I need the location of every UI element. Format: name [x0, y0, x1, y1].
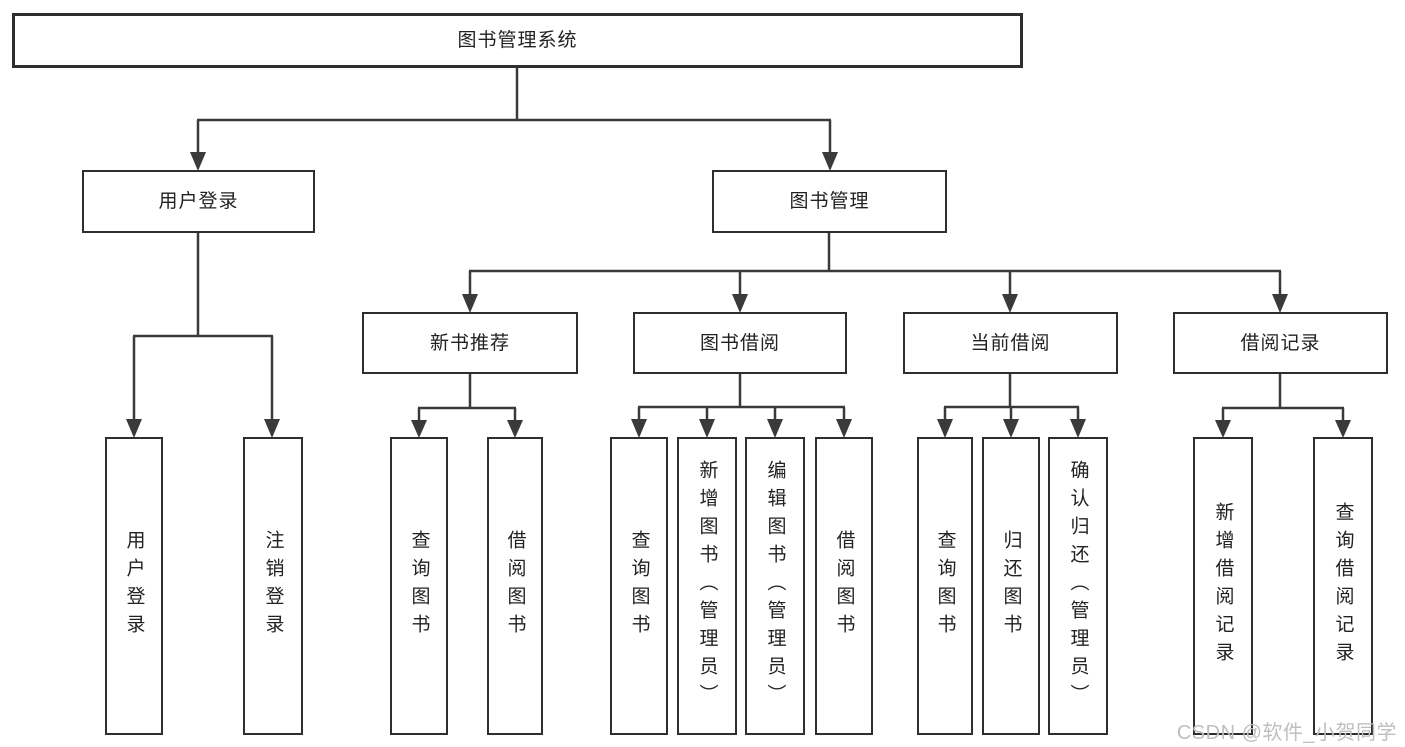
leaf-user-login: 用户登录	[105, 437, 163, 735]
node-label: 编辑图书（管理员）	[764, 460, 786, 712]
node-current-borrowing: 当前借阅	[903, 312, 1118, 374]
leaf-add-books-admin: 新增图书（管理员）	[677, 437, 737, 735]
csdn-watermark: CSDN @软件_小贺同学	[1176, 722, 1397, 744]
arrowhead-icon	[822, 152, 838, 171]
book-management-connector	[462, 233, 1288, 313]
node-label: 借阅图书	[833, 530, 855, 642]
arrowhead-icon	[1215, 420, 1231, 438]
node-user-login: 用户登录	[82, 170, 315, 233]
node-label: 借阅记录	[1240, 332, 1321, 354]
node-label: 用户登录	[123, 530, 145, 642]
arrowhead-icon	[937, 419, 953, 438]
arrowhead-icon	[1070, 419, 1086, 438]
leaf-add-borrow-record: 新增借阅记录	[1193, 437, 1253, 735]
node-label: 查询借阅记录	[1332, 502, 1354, 670]
leaf-query-books-current: 查询图书	[917, 437, 973, 735]
arrowhead-icon	[767, 419, 783, 438]
arrowhead-icon	[462, 294, 478, 313]
user-login-connector	[126, 233, 280, 438]
node-label: 图书管理	[789, 191, 870, 212]
node-label: 查询图书	[628, 530, 650, 642]
current-borrowing-connector	[937, 374, 1086, 438]
leaf-return-books: 归还图书	[982, 437, 1040, 735]
node-label: 当前借阅	[970, 332, 1051, 354]
node-label: 新增借阅记录	[1212, 502, 1234, 670]
leaf-query-borrow-record: 查询借阅记录	[1313, 437, 1373, 735]
node-label: 新增图书（管理员）	[696, 460, 718, 712]
arrowhead-icon	[126, 419, 142, 438]
node-new-book-recommend: 新书推荐	[362, 312, 578, 374]
arrowhead-icon	[264, 419, 280, 438]
leaf-query-books-borrowing: 查询图书	[610, 437, 668, 735]
node-label: 借阅图书	[504, 530, 526, 642]
arrowhead-icon	[732, 294, 748, 313]
node-book-borrowing: 图书借阅	[633, 312, 847, 374]
node-library-management-system: 图书管理系统	[12, 13, 1023, 68]
leaf-edit-books-admin: 编辑图书（管理员）	[745, 437, 805, 735]
node-label: 查询图书	[934, 530, 956, 642]
node-label: 图书管理系统	[457, 30, 578, 51]
arrowhead-icon	[1002, 294, 1018, 313]
arrowhead-icon	[699, 419, 715, 438]
node-label: 新书推荐	[429, 332, 510, 354]
node-book-management: 图书管理	[712, 170, 947, 233]
new-book-recommend-connector	[411, 374, 523, 438]
leaf-confirm-return-admin: 确认归还（管理员）	[1048, 437, 1108, 735]
arrowhead-icon	[411, 420, 427, 438]
node-label: 用户登录	[158, 191, 239, 212]
node-label: 查询图书	[408, 530, 430, 642]
node-label: 归还图书	[1000, 530, 1022, 642]
node-label: 确认归还（管理员）	[1067, 460, 1089, 712]
arrowhead-icon	[507, 420, 523, 438]
node-label: 注销登录	[262, 530, 284, 642]
leaf-borrow-books-recommend: 借阅图书	[487, 437, 543, 735]
arrowhead-icon	[836, 419, 852, 438]
arrowhead-icon	[1272, 294, 1288, 313]
root-connector	[190, 68, 838, 171]
arrowhead-icon	[1335, 420, 1351, 438]
node-label: 图书借阅	[699, 332, 780, 354]
arrowhead-icon	[190, 152, 206, 171]
leaf-query-books-recommend: 查询图书	[390, 437, 448, 735]
arrowhead-icon	[1003, 419, 1019, 438]
borrowing-records-connector	[1215, 374, 1351, 438]
node-borrowing-records: 借阅记录	[1173, 312, 1388, 374]
leaf-borrow-books: 借阅图书	[815, 437, 873, 735]
arrowhead-icon	[631, 419, 647, 438]
book-borrowing-connector	[631, 374, 852, 438]
leaf-logout: 注销登录	[243, 437, 303, 735]
